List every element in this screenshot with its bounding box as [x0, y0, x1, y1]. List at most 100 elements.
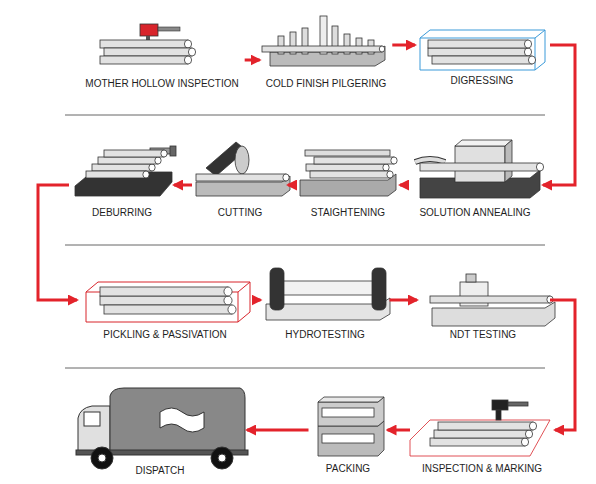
step-label: CUTTING [217, 207, 263, 219]
process-step: INSPECTION & MARKING [412, 395, 552, 475]
tube-body [430, 438, 525, 446]
pickling-tank [86, 282, 250, 322]
tube-end [387, 171, 393, 178]
flow-arrow [174, 184, 192, 187]
tube-end [155, 157, 161, 164]
annealing-furnace [415, 140, 540, 198]
tube-body [104, 305, 232, 314]
tube-body [100, 287, 228, 296]
process-step: NDT TESTING [419, 272, 547, 341]
tube-end [379, 46, 384, 52]
tube-body [428, 40, 528, 48]
label-holder: DIGRESSING [417, 75, 547, 87]
process-step: CUTTING [194, 135, 286, 219]
step-label: SOLUTION ANNEALING [418, 207, 531, 219]
step-label: COLD FINISH PILGERING [265, 78, 388, 90]
label-holder: DEBURRING [72, 207, 172, 219]
step-label: HYDROTESTING [284, 329, 365, 341]
tube-body [262, 46, 382, 52]
tube-body [438, 422, 533, 430]
process-step: DIGRESSING [417, 25, 547, 87]
step-label: INSPECTION & MARKING [421, 463, 543, 475]
process-step: COLD FINISH PILGERING [262, 12, 391, 90]
tube-end [524, 48, 531, 56]
tube-end [143, 171, 149, 178]
tube-body [430, 296, 550, 303]
row-divider [65, 245, 545, 246]
flow-arrow [550, 300, 575, 430]
tube-end [383, 164, 389, 171]
tube-body [104, 150, 164, 157]
tube-end [184, 40, 191, 48]
flow-arrow [390, 299, 418, 302]
tube-body [196, 174, 286, 181]
flow-arrow [38, 185, 77, 300]
hydrotest-bench [266, 268, 390, 320]
tube-end [524, 40, 531, 48]
label-holder: HYDROTESTING [263, 329, 388, 341]
label-holder: CUTTING [194, 207, 286, 219]
tube-body [98, 157, 158, 164]
tube-body [420, 163, 540, 171]
step-label: DIGRESSING [450, 75, 515, 87]
tube-end [283, 174, 289, 181]
tube-body [92, 164, 152, 171]
label-holder: INSPECTION & MARKING [412, 463, 552, 475]
tube-body [310, 171, 390, 178]
tube-end [521, 438, 528, 446]
step-label: STAIGHTENING [310, 207, 386, 219]
process-step: STAIGHTENING [298, 145, 398, 219]
step-label: PICKLING & PASSIVATION [102, 329, 227, 341]
tube-end [149, 164, 155, 171]
tube-body [104, 48, 192, 56]
tube-end [536, 163, 543, 171]
tube-body [306, 164, 386, 171]
label-holder: COLD FINISH PILGERING [262, 78, 391, 90]
process-step: SOLUTION ANNEALING [410, 135, 540, 219]
label-holder: MOTHER HOLLOW INSPECTION [81, 78, 242, 90]
process-step: DISPATCH [75, 385, 245, 477]
tube-end [224, 287, 232, 296]
flow-arrow [400, 184, 408, 187]
step-label: PACKING [325, 463, 371, 475]
tube-end [184, 56, 191, 64]
flow-arrow [543, 45, 575, 185]
dispatch-truck [76, 388, 248, 469]
label-holder: PICKLING & PASSIVATION [80, 329, 250, 341]
process-step: HYDROTESTING [263, 262, 388, 341]
tube-end [525, 430, 532, 438]
step-label: NDT TESTING [449, 329, 517, 341]
tube-body [432, 56, 532, 64]
packing-crates [318, 397, 384, 456]
flow-arrow [288, 184, 296, 187]
deburring-table [75, 146, 176, 196]
flow-arrow [247, 429, 309, 432]
tube-body [100, 56, 188, 64]
flow-arrow [392, 44, 415, 47]
label-holder: STAIGHTENING [298, 207, 398, 219]
label-holder: DISPATCH [75, 465, 245, 477]
label-holder: NDT TESTING [419, 329, 547, 341]
tube-body [100, 40, 188, 48]
tube-end [228, 305, 236, 314]
row-divider [65, 368, 545, 369]
tube-body [434, 430, 529, 438]
marking-table [410, 400, 550, 456]
flow-arrow [252, 299, 261, 302]
process-step: PACKING [311, 392, 386, 475]
tube-end [188, 48, 195, 56]
tube-body [86, 171, 146, 178]
tube-body [100, 296, 228, 305]
step-label: MOTHER HOLLOW INSPECTION [84, 78, 239, 90]
process-step: MOTHER HOLLOW INSPECTION [81, 15, 242, 90]
label-holder: SOLUTION ANNEALING [410, 207, 540, 219]
tube-end [529, 422, 536, 430]
tube-end [224, 296, 232, 305]
process-step: DEBURRING [72, 140, 172, 219]
degreasing-tank [420, 30, 545, 70]
straightening-machine [300, 150, 396, 196]
flow-arrow [388, 429, 411, 432]
